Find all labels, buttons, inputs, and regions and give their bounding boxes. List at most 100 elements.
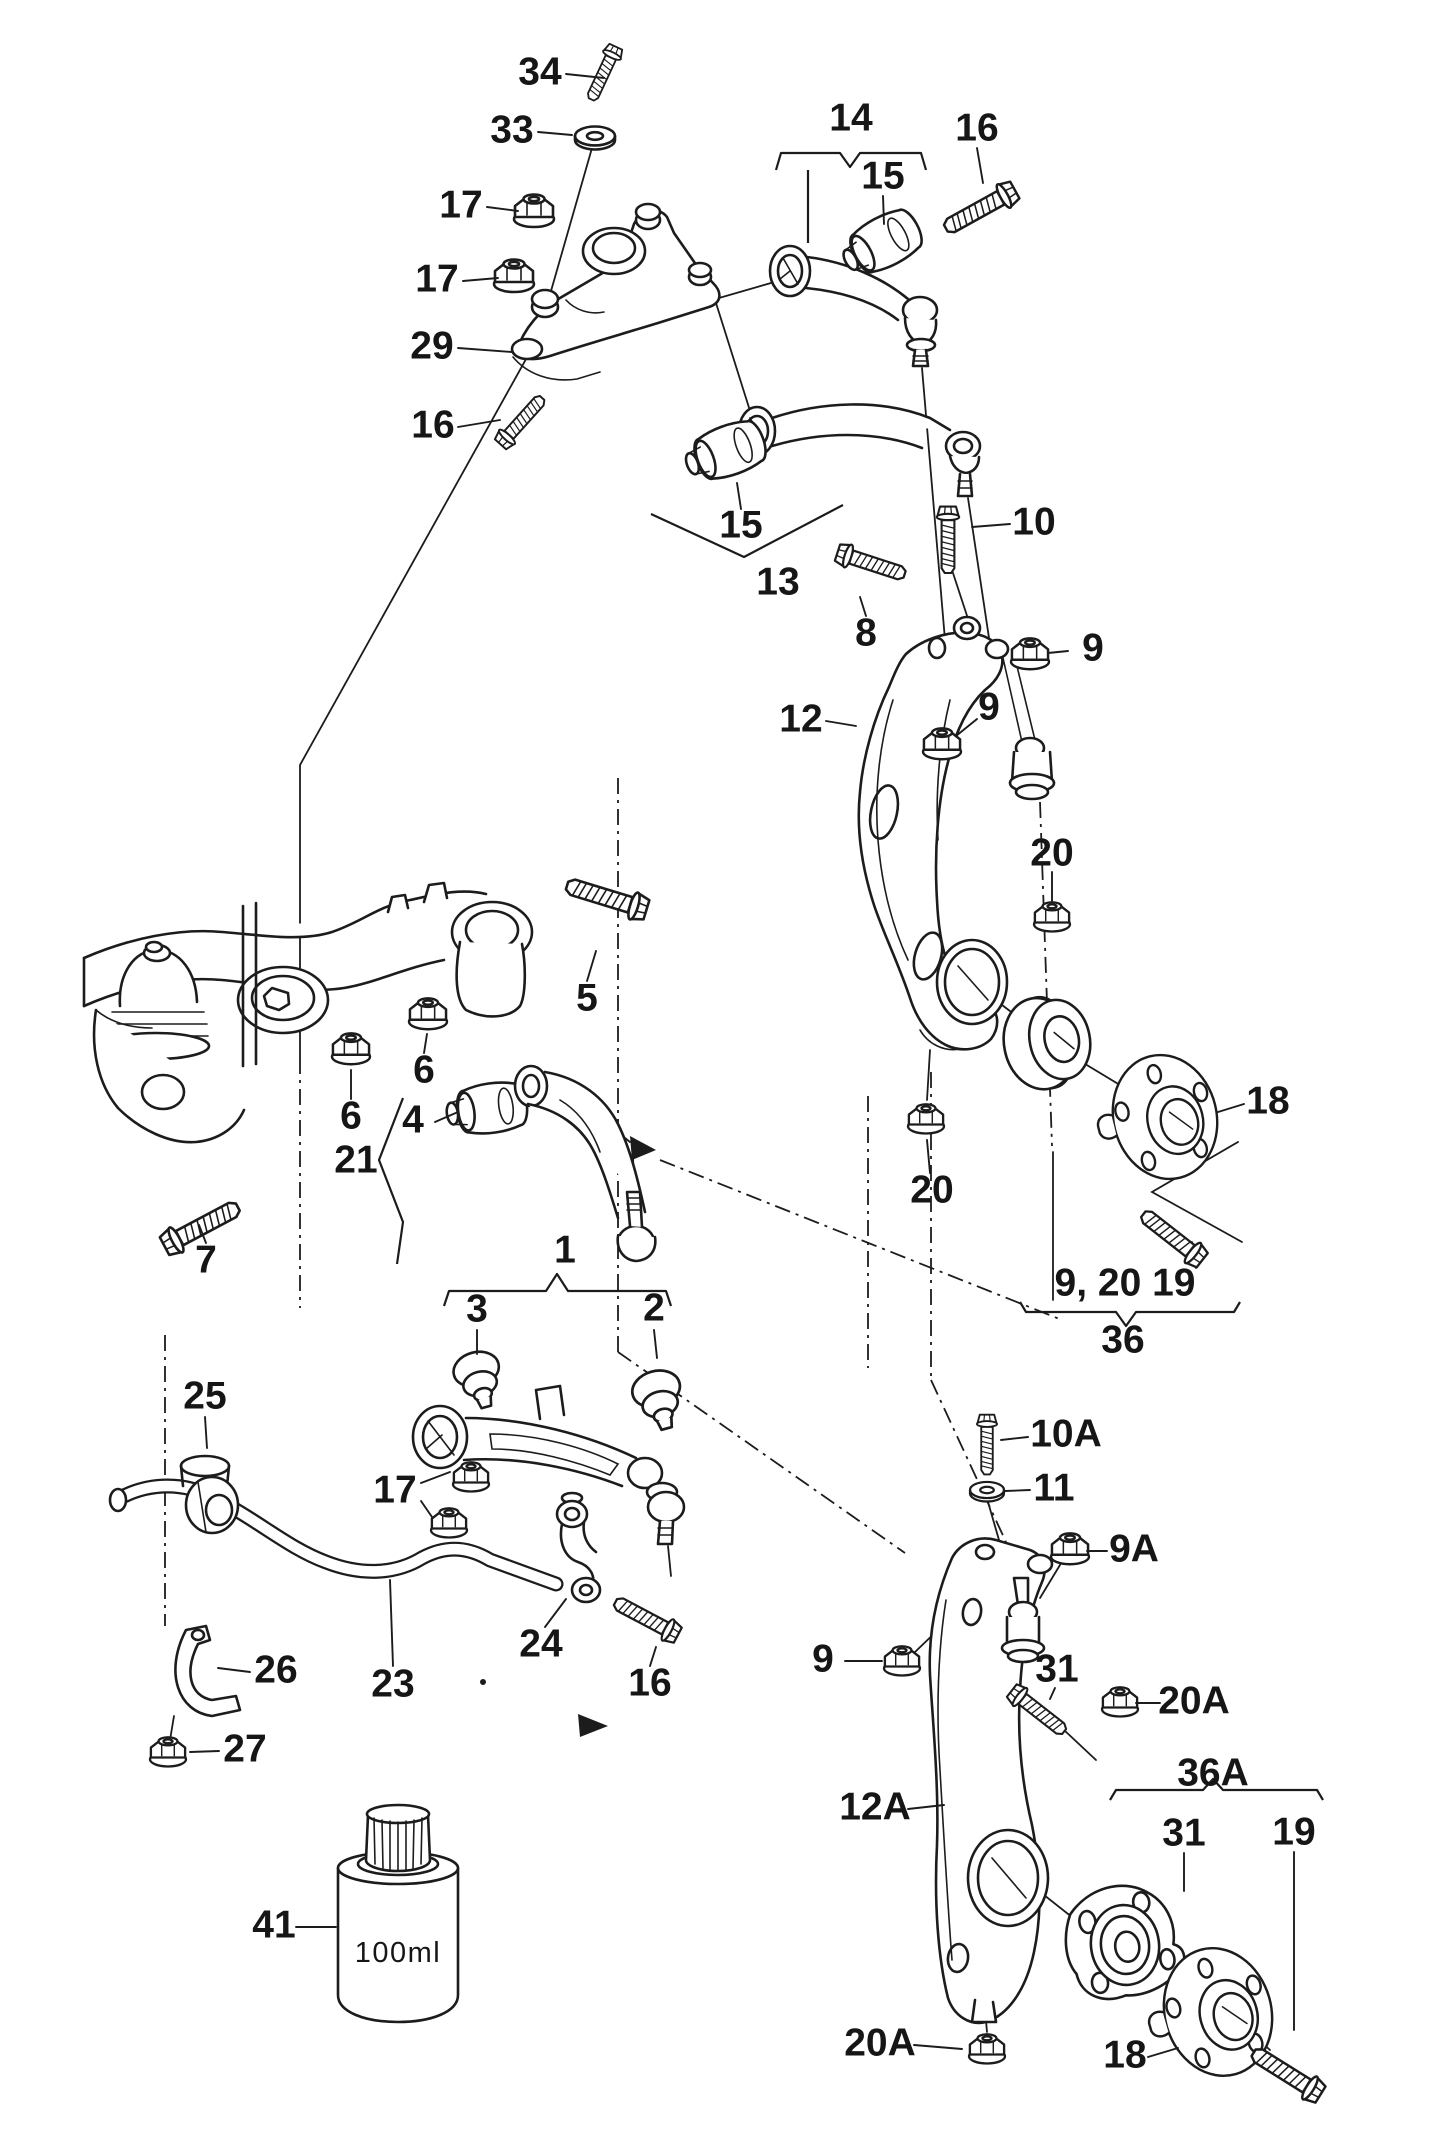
callout-9a-leader [1047, 650, 1069, 654]
callout-14: 14 [829, 96, 873, 139]
brace-group-13 [650, 504, 844, 559]
callout-24-leader [544, 1598, 567, 1628]
callout-12: 12 [779, 697, 822, 740]
callout-21: 21 [334, 1138, 377, 1181]
callout-4-leader [434, 1111, 459, 1123]
callout-3: 3 [466, 1287, 488, 1330]
callout-17c: 17 [373, 1468, 416, 1511]
callout-11-leader [1004, 1489, 1031, 1492]
nut-17-lower [492, 258, 536, 294]
callout-2-leader [653, 1329, 658, 1359]
nut-9-knuckle-top [1009, 637, 1051, 671]
callout-33-leader [537, 131, 573, 136]
callout-25: 25 [183, 1374, 226, 1417]
callout-10-leader [971, 523, 1011, 528]
upper-control-arm-front-13 [737, 403, 982, 498]
washer-11 [968, 1480, 1006, 1503]
nut-6-left [330, 1032, 372, 1066]
bushing-3 [448, 1345, 510, 1415]
callout-20b: 20 [910, 1168, 953, 1211]
callout-5-leader [586, 950, 597, 982]
callout-15a: 15 [861, 154, 904, 197]
bolt-16-rear-arm [938, 177, 1023, 242]
bolt-5 [561, 870, 652, 925]
upper-arm-bracket-29 [510, 202, 721, 381]
callout-34: 34 [518, 50, 562, 93]
callout-9b: 9 [978, 685, 1000, 728]
wheel-bearing [993, 986, 1101, 1098]
bushing-2 [626, 1364, 692, 1437]
nut-6-right [407, 997, 449, 1031]
callout-16a: 16 [411, 403, 454, 446]
callout-15b-leader [736, 482, 742, 510]
callout-36: 36 [1101, 1318, 1144, 1361]
ball-joint-12A [1000, 1576, 1046, 1664]
callout-11: 11 [1033, 1466, 1074, 1509]
callout-16b: 16 [955, 106, 998, 149]
callout-20Ab: 20A [844, 2021, 916, 2064]
brace-group-36 [1019, 1301, 1241, 1328]
nut-9-12A [882, 1645, 922, 1677]
bolt-10A [975, 1413, 999, 1476]
callout-10A-leader [1000, 1436, 1029, 1441]
callout-15b: 15 [719, 503, 762, 546]
steering-knuckle-12 [857, 615, 1010, 1051]
callout-23: 23 [371, 1662, 414, 1705]
callout-20Aa: 20A [1158, 1679, 1230, 1722]
brace-group-1 [442, 1272, 673, 1307]
bolt-16-bracket [491, 389, 551, 453]
callout-25-leader [204, 1416, 208, 1449]
wheel-hub-18 [1083, 1042, 1232, 1196]
callout-8: 8 [855, 611, 877, 654]
callout-7-leader [198, 1224, 207, 1244]
callout-18a: 18 [1246, 1079, 1289, 1122]
nut-17-arm-upper [451, 1461, 491, 1493]
upper-control-arm-rear-14 [768, 244, 939, 368]
lower-control-arm-rear-21 [513, 1064, 657, 1263]
callout-20a: 20 [1030, 831, 1073, 874]
callout-17a: 17 [439, 183, 482, 226]
stabilizer-clamp-26 [174, 1624, 242, 1718]
callout-17b-leader [462, 277, 499, 282]
callout-16c-leader [649, 1646, 657, 1667]
callout-15a-leader [882, 195, 885, 225]
nut-20A-lower [967, 2033, 1007, 2065]
brace-group-36A [1109, 1777, 1324, 1801]
direction-arrow-1 [630, 1136, 656, 1160]
brace-group-21 [377, 1097, 405, 1265]
bolt-19 [1134, 1203, 1212, 1272]
callout-20Ab-leader [913, 2044, 963, 2050]
callout-34-leader [565, 73, 605, 79]
callout-6a-leader [423, 1033, 428, 1054]
callout-24: 24 [519, 1622, 563, 1665]
nut-17-upper [512, 193, 556, 229]
lower-control-arm-front-1 [411, 1384, 686, 1546]
callout-31a-leader [1049, 1687, 1056, 1700]
callout-16a-leader [457, 419, 501, 428]
callout-27: 27 [223, 1727, 266, 1770]
nut-27 [148, 1736, 188, 1768]
bolt-34 [581, 41, 626, 105]
callout-16b-leader [976, 147, 984, 184]
stabilizer-bar-23 [108, 1478, 564, 1592]
callout-23-leader [389, 1579, 394, 1667]
callout-19: 19 [1272, 1810, 1315, 1853]
bolt-8 [832, 540, 910, 587]
callout-17b: 17 [415, 257, 458, 300]
callout-27-leader [189, 1750, 220, 1753]
fluid-bottle-41: 100ml [336, 1803, 460, 2024]
callout-29-leader [457, 347, 513, 353]
callout-16c: 16 [628, 1661, 671, 1704]
callout-33: 33 [490, 108, 533, 151]
stabilizer-bushing-25 [179, 1454, 240, 1535]
callout-20b-leader [926, 1139, 931, 1174]
reference-dot [480, 1679, 486, 1685]
callout-17c-leader [420, 1471, 451, 1484]
callout-9c: 9 [812, 1637, 834, 1680]
callout-17c-leader-1 [420, 1500, 433, 1518]
callout-17a-leader [486, 206, 519, 212]
callout-10A: 10A [1030, 1412, 1102, 1455]
